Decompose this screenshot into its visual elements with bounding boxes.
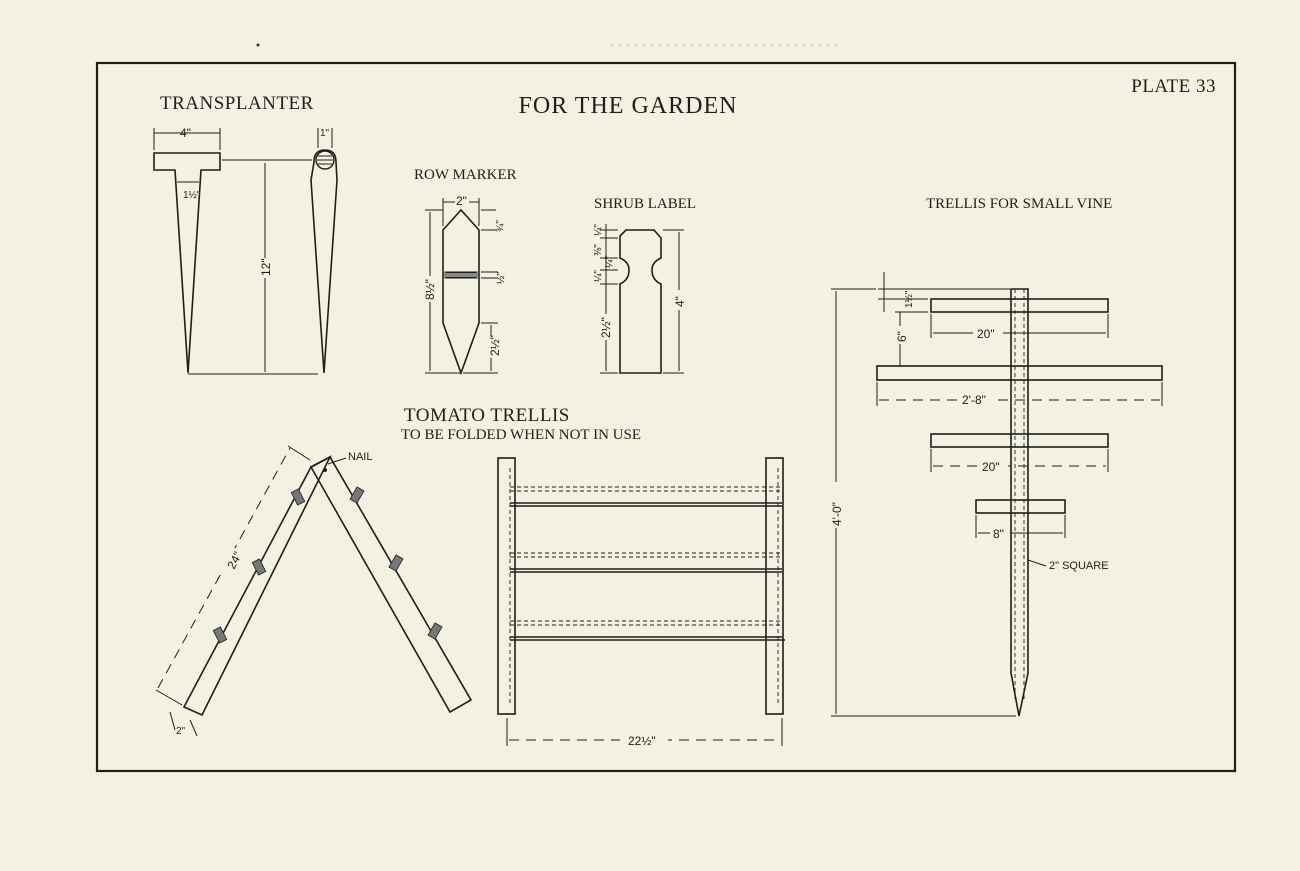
plate-title: FOR THE GARDEN: [519, 93, 738, 119]
shrub-label-label: SHRUB LABEL: [594, 196, 696, 212]
transplanter-length-text: 12": [259, 258, 273, 276]
transplanter-blade-text: 1½": [183, 190, 201, 201]
tomato-trellis-note: TO BE FOLDED WHEN NOT IN USE: [401, 427, 641, 443]
vine-top-offset-text: 1½": [904, 290, 915, 308]
vine-bar-1-text: 20": [977, 327, 995, 341]
shrub-height-text: 4": [673, 296, 687, 307]
plate-number: PLATE 33: [1131, 76, 1216, 97]
tomato-trellis-label: TOMATO TRELLIS: [404, 405, 570, 426]
a-frame-right-leg: [309, 455, 473, 714]
trellis-crossbar-2: [510, 552, 782, 573]
plate-border: [95, 61, 1237, 773]
transplanter-label: TRANSPLANTER: [160, 93, 314, 114]
row-marker-height-text: 8½": [423, 279, 437, 300]
transplanter-front-view: [153, 152, 221, 374]
shrub-top-text: ¼": [592, 224, 604, 236]
vine-bar-1: [930, 298, 1109, 313]
transplanter-width-text: 4": [180, 126, 191, 140]
row-marker-tip-text: ¾": [495, 220, 506, 232]
shrub-neck-text: ⅜": [593, 244, 604, 256]
vine-bar-2-text: 2'-8": [962, 393, 986, 407]
shrub-notch-text: ¼": [592, 270, 604, 282]
leg-width-text: 2": [176, 726, 186, 737]
vine-bar-4: [975, 499, 1066, 514]
row-marker-outline: [442, 208, 480, 376]
vine-bar-3-text: 20": [982, 460, 1000, 474]
transplanter-thickness-text: 1": [320, 128, 330, 139]
trellis-crossbar-1: [510, 486, 782, 507]
transplanter-drawing: TRANSPLANTER 4" 1½" 1" 12": [153, 93, 338, 375]
shrub-label-outline: [619, 229, 662, 374]
trellis-crossbar-3: [510, 620, 785, 641]
nail-point: [323, 468, 327, 472]
trellis-width-text: 22½": [628, 734, 656, 748]
trellis-right-post: [765, 457, 784, 715]
row-marker-point-text: 2½": [488, 335, 502, 356]
vine-trellis-label: TRELLIS FOR SMALL VINE: [926, 196, 1112, 212]
trellis-left-post: [497, 457, 516, 715]
transplanter-handle-section: [315, 150, 335, 170]
row-marker-slot-text: ½": [496, 272, 507, 284]
vine-bar-2: [876, 365, 1163, 381]
vine-bar-4-text: 8": [993, 527, 1004, 541]
vine-trellis-post: [1010, 288, 1029, 717]
vine-trellis-drawing: TRELLIS FOR SMALL VINE 20" 2'-8" 20" 8": [828, 196, 1163, 717]
row-marker-width-text: 2": [456, 194, 467, 208]
vine-spacing-text: 6": [895, 331, 909, 342]
shrub-label-drawing: SHRUB LABEL ¼" ⅜" ¼" ¼" 2½" 4": [592, 196, 696, 374]
row-marker-drawing: ROW MARKER 2" ¾" ½" 8½" 2½": [414, 167, 517, 376]
tomato-trellis-drawing: TOMATO TRELLIS TO BE FOLDED WHEN NOT IN …: [155, 405, 785, 748]
speck: [256, 43, 260, 47]
shrub-body-text: 2½": [599, 317, 613, 338]
row-marker-label: ROW MARKER: [414, 167, 517, 183]
vine-height-text: 4'-0": [830, 502, 844, 526]
nail-label: NAIL: [348, 451, 372, 463]
transplanter-side-view: [310, 149, 338, 374]
vine-bar-3: [930, 433, 1109, 448]
vine-post-size-text: 2" SQUARE: [1049, 560, 1109, 572]
shrub-shoulder-text: ¼": [603, 256, 615, 268]
a-frame-left-leg: [182, 455, 332, 717]
